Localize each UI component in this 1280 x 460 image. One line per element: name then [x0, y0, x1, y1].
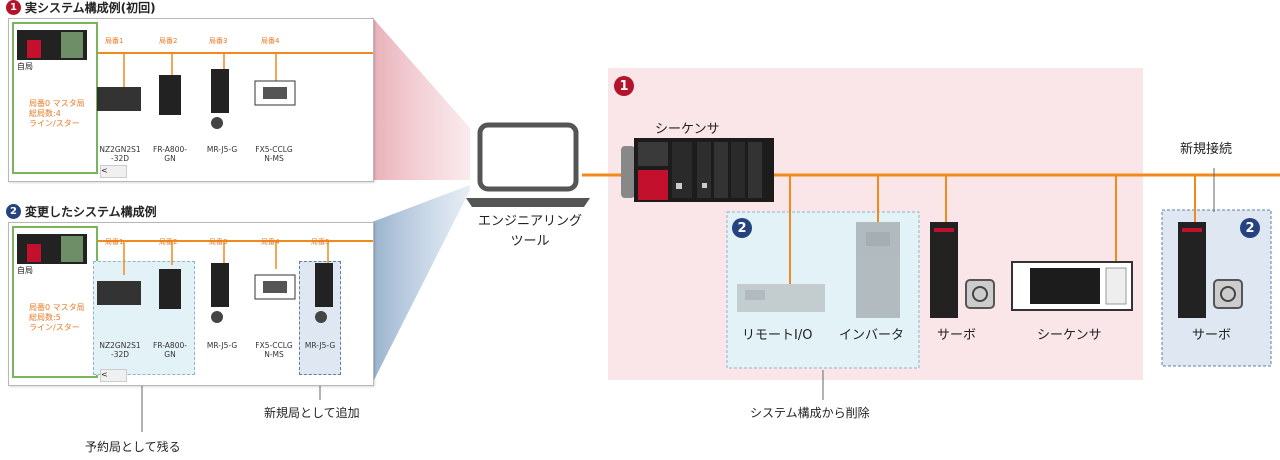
panel1-station-4: 局番4: [261, 37, 280, 45]
panel2-badge: 2: [6, 204, 21, 219]
new-connection-label: 新規接続: [1180, 142, 1233, 157]
inverter-icon: [856, 222, 900, 318]
servo-amp-icon: [930, 222, 995, 318]
master-station: 自局 局番0 マスタ局 総局数:5 ライン/スター: [12, 226, 98, 378]
panel1-station-3: 局番3: [209, 37, 228, 45]
panel2-station-4: 局番4: [261, 238, 280, 246]
panel2-config-window: 自局 局番0 マスタ局 総局数:5 ライン/スター 局番1 局番2 局番3 局番…: [8, 222, 374, 386]
laptop-label: エンジニアリング ツール: [477, 214, 582, 249]
panel1-badge: 1: [6, 0, 21, 15]
panel2-model-5: MR-J5-G: [304, 341, 336, 350]
panel1-title: 1 実システム構成例(初回): [6, 0, 156, 16]
remote-io-label: リモートI/O: [742, 328, 813, 343]
sequencer-plc-icon: [621, 138, 774, 202]
remote-io-icon: [737, 284, 825, 312]
panel1-scroll-left[interactable]: <: [100, 165, 127, 178]
master-plc-icon: [17, 234, 87, 264]
sequencer-label: シーケンサ: [1037, 328, 1102, 343]
master-plc-icon: [17, 30, 87, 60]
panel2-station-2: 局番2: [159, 238, 178, 246]
panel1-config-window: 自局 局番0 マスタ局 総局数:4 ライン/スター 局番1 局番2 局番3 局番…: [8, 18, 374, 182]
laptop-icon: [466, 122, 590, 207]
panel2-title: 2 変更したシステム構成例: [6, 203, 157, 220]
panel1-station-1: 局番1: [105, 37, 124, 45]
panel1-network: [98, 52, 373, 87]
panel1-model-3: MR-J5-G: [206, 145, 238, 154]
fx-sequencer-icon: [1011, 261, 1133, 311]
panel2-model-1: NZ2GN2S1 -32D: [99, 341, 141, 359]
panel1-model-4: FX5-CCLG N-MS: [255, 145, 293, 163]
removed-badge-2: 2: [732, 218, 752, 238]
panel2-model-3: MR-J5-G: [206, 341, 238, 350]
removed-group: [726, 211, 920, 369]
panel1-device-icons: [97, 69, 296, 129]
projection-pink: [372, 17, 470, 180]
panel2-station-3: 局番3: [209, 238, 228, 246]
new-servo-label: サーボ: [1192, 328, 1232, 343]
area-badge-1: 1: [614, 76, 634, 96]
panel1-model-1: NZ2GN2S1 -32D: [99, 145, 141, 163]
reserved-callout: 予約局として残る: [85, 440, 181, 454]
sequencer-top-label: シーケンサ: [655, 122, 720, 137]
panel1-station-2: 局番2: [159, 37, 178, 45]
master-station: 自局 局番0 マスタ局 総局数:4 ライン/スター: [12, 22, 98, 174]
panel2-network: [98, 240, 373, 275]
removed-callout: システム構成から削除: [750, 406, 870, 420]
projection-blue: [372, 185, 470, 384]
panel2-station-1: 局番1: [105, 238, 124, 246]
panel2-model-4: FX5-CCLG N-MS: [255, 341, 293, 359]
panel2-device-icons: [97, 263, 333, 323]
inverter-label: インバータ: [839, 328, 905, 343]
new-badge-2: 2: [1240, 218, 1260, 238]
panel2-station-5: 局番5: [311, 238, 330, 246]
new-servo-icon: [1178, 222, 1243, 318]
servo-label: サーボ: [937, 328, 977, 343]
panel2-scroll-left[interactable]: <: [100, 369, 127, 382]
panel1-model-2: FR-A800- GN: [153, 145, 187, 163]
add-new-callout: 新規局として追加: [264, 406, 360, 420]
panel2-model-2: FR-A800- GN: [153, 341, 187, 359]
